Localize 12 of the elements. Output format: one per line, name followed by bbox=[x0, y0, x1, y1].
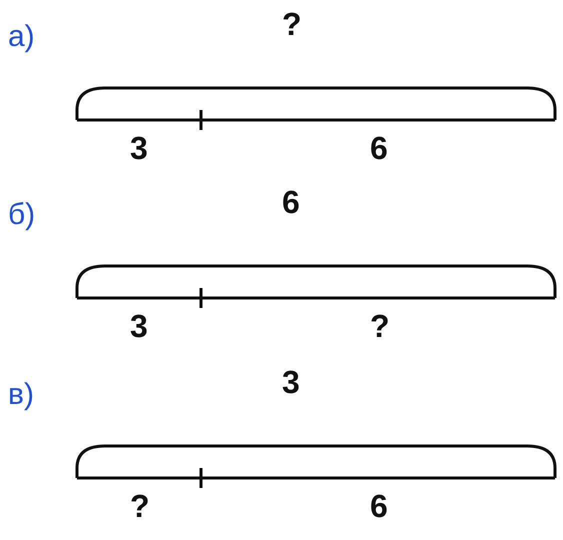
part-value: ? bbox=[130, 490, 150, 522]
part-value: ? bbox=[370, 310, 390, 342]
item-letter: в) bbox=[8, 380, 34, 410]
item-letter: а) bbox=[8, 22, 35, 52]
part-value: 6 bbox=[370, 490, 388, 522]
part-value: 6 bbox=[370, 132, 388, 164]
total-value: 3 bbox=[282, 366, 300, 398]
total-value: ? bbox=[282, 8, 302, 40]
item-letter: б) bbox=[8, 200, 36, 230]
part-value: 3 bbox=[130, 132, 148, 164]
part-value: 3 bbox=[130, 310, 148, 342]
total-value: 6 bbox=[282, 186, 300, 218]
